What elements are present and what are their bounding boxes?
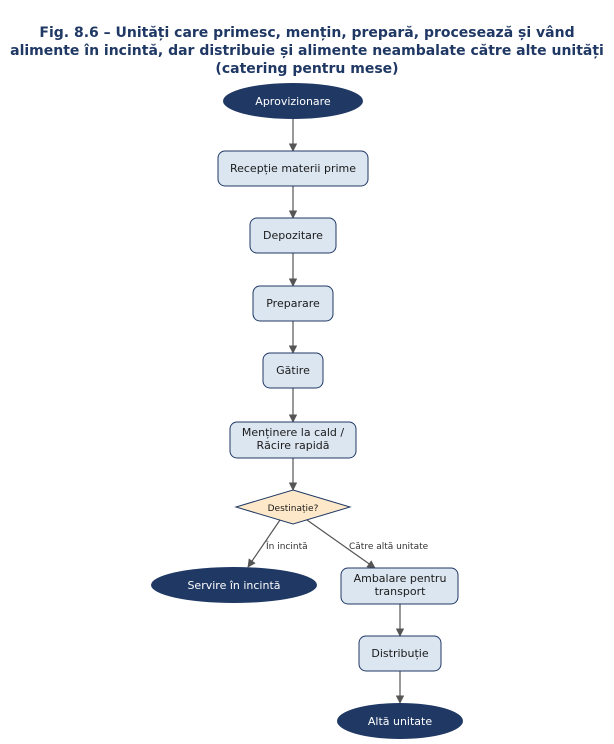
node-servire: Servire în incintă bbox=[151, 567, 317, 603]
node-distributie: Distribuție bbox=[358, 635, 442, 672]
node-mentinere-shape bbox=[229, 421, 357, 459]
node-receptie: Recepție materii prime bbox=[217, 150, 369, 187]
node-distributie-label: Distribuție bbox=[371, 647, 428, 660]
node-aprovizionare-label: Aprovizionare bbox=[255, 95, 331, 108]
node-destinatie: Destinație? bbox=[234, 489, 352, 525]
node-mentinere-label-line-2: Răcire rapidă bbox=[256, 439, 329, 452]
edges bbox=[247, 119, 405, 704]
node-destinatie-shape bbox=[234, 489, 352, 525]
figure-title-line-2: alimente în incintă, dar distribuie și a… bbox=[10, 43, 604, 59]
node-receptie-shape bbox=[217, 150, 369, 187]
node-preparare-shape bbox=[252, 285, 334, 322]
figure-title-line-3: (catering pentru mese) bbox=[215, 61, 399, 77]
node-preparare-label: Preparare bbox=[266, 297, 320, 310]
figure-title: Fig. 8.6 – Unități care primesc, mențin,… bbox=[0, 24, 614, 78]
node-ambalare-label-line-1: Ambalare pentru bbox=[354, 572, 447, 585]
node-depozitare-label: Depozitare bbox=[263, 229, 323, 242]
edge-label-in-incinta: În incintă bbox=[265, 540, 308, 552]
edge-label-catre-alta-unitate: Către altă unitate bbox=[349, 542, 429, 552]
node-mentinere: Menținere la cald / Răcire rapidă bbox=[229, 421, 357, 459]
node-alta-unitate-shape bbox=[337, 703, 463, 739]
node-alta-unitate: Altă unitate bbox=[337, 703, 463, 739]
node-ambalare-shape bbox=[340, 567, 459, 605]
node-mentinere-label-line-1: Menținere la cald / bbox=[242, 426, 345, 439]
node-gatire: Gătire bbox=[262, 352, 324, 389]
node-ambalare: Ambalare pentru transport bbox=[340, 567, 459, 605]
node-depozitare: Depozitare bbox=[249, 217, 337, 254]
node-destinatie-label: Destinație? bbox=[268, 504, 319, 514]
node-alta-unitate-label: Altă unitate bbox=[368, 715, 432, 728]
node-distributie-shape bbox=[358, 635, 442, 672]
node-depozitare-shape bbox=[249, 217, 337, 254]
node-preparare: Preparare bbox=[252, 285, 334, 322]
node-ambalare-label-line-2: transport bbox=[375, 585, 427, 598]
node-servire-shape bbox=[151, 567, 317, 603]
edge-destinatie-ambalare bbox=[306, 519, 376, 569]
node-gatire-shape bbox=[262, 352, 324, 389]
node-servire-label: Servire în incintă bbox=[187, 579, 280, 592]
edge-destinatie-servire bbox=[247, 519, 281, 568]
node-gatire-label: Gătire bbox=[276, 364, 310, 377]
node-receptie-label: Recepție materii prime bbox=[230, 162, 356, 175]
node-aprovizionare-shape bbox=[223, 83, 363, 119]
node-aprovizionare: Aprovizionare bbox=[223, 83, 363, 119]
figure-title-line-1: Fig. 8.6 – Unități care primesc, mențin,… bbox=[39, 25, 575, 41]
